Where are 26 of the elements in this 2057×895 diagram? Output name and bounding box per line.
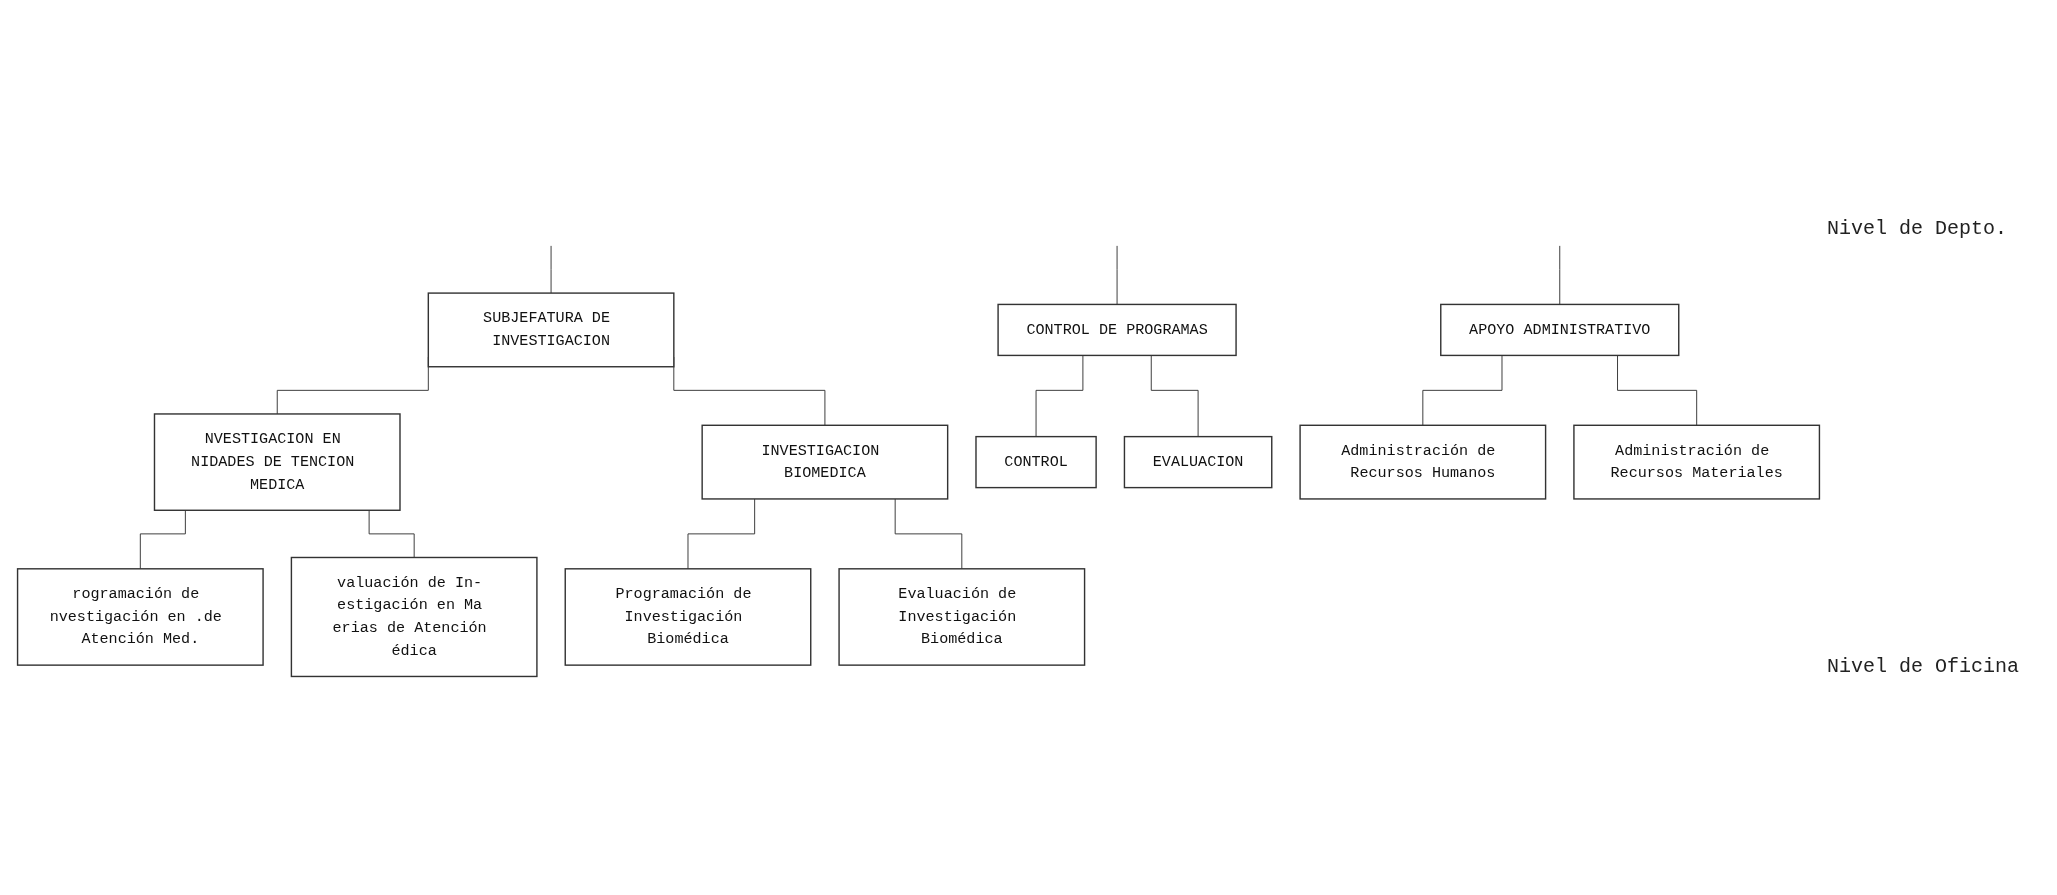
node-box: NVESTIGACION EN NIDADES DE TENCION MEDICA [153, 413, 401, 512]
connector [368, 510, 415, 559]
connector [1035, 355, 1084, 438]
level-note: Nivel de Oficina [1827, 654, 2021, 678]
connector [1150, 355, 1199, 438]
node-box: valuación de In- estigación en Ma erias de Atención édica [290, 557, 538, 678]
connector [1559, 245, 1561, 306]
connector [1422, 355, 1503, 427]
node-box: Evaluación de Investigación Biomédica [838, 568, 1086, 667]
node-box: CONTROL [975, 436, 1097, 489]
node-box: INVESTIGACION BIOMEDICA [701, 425, 949, 501]
node-box: CONTROL DE PROGRAMAS [997, 304, 1237, 357]
connector [1116, 245, 1118, 306]
node-box: Programación de Investigación Biomédica [564, 568, 812, 667]
connector [1617, 355, 1698, 427]
connector [139, 510, 186, 570]
connector [687, 498, 756, 570]
connector [894, 498, 963, 570]
node-box: Administración de Recursos Materiales [1573, 425, 1821, 501]
node-box: APOYO ADMINISTRATIVO [1440, 304, 1680, 357]
connector [550, 245, 552, 295]
node-box: SUBJEFATURA DE INVESTIGACION [427, 292, 675, 368]
node-box: Administración de Recursos Humanos [1299, 425, 1547, 501]
node-box: rogramación de nvestigación en .de Atención Med. [16, 568, 264, 667]
level-note: Nivel de Depto. [1827, 217, 2009, 241]
node-box: EVALUACION [1123, 436, 1273, 489]
